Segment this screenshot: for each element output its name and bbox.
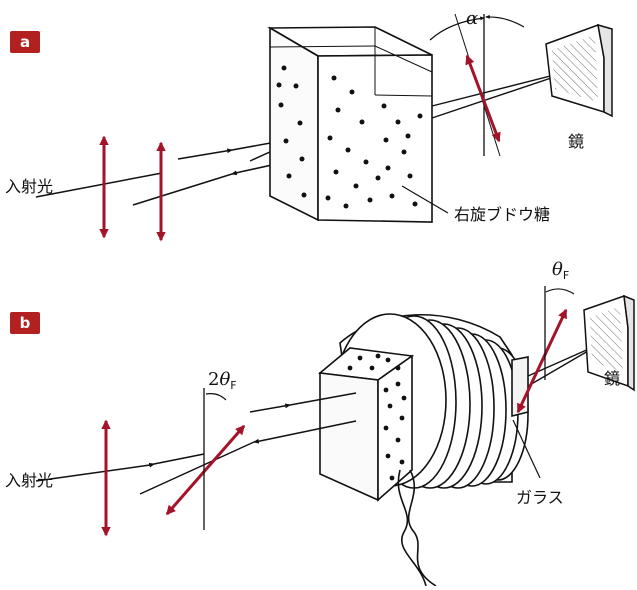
panel-b-angle-arc-back <box>545 288 575 295</box>
panel-b-angle-back-theta: θ <box>552 259 563 280</box>
panel-a-badge-text: a <box>20 33 30 51</box>
panel-a-mirror <box>545 23 613 118</box>
panel-a-angle-arc <box>429 16 485 41</box>
panel-a-medium-label: 右旋ブドウ糖 <box>454 205 550 224</box>
panel-b-glass-pointer <box>512 419 541 479</box>
panel-a-angle-label: α <box>466 8 478 29</box>
panel-a-badge: a <box>10 31 40 53</box>
panel-b-incident-label: 入射光 <box>5 471 53 490</box>
panel-b-angle-front-theta: θ <box>219 369 230 390</box>
panel-b: b <box>5 259 635 587</box>
panel-b-glass-rod <box>318 347 529 502</box>
panel-a-medium-pointer <box>401 185 449 214</box>
panel-b-mirror-label: 鏡 <box>604 369 620 388</box>
panel-b-angle-front-prefix: 2 <box>208 369 219 390</box>
panel-b-mirror <box>583 294 635 392</box>
panel-b-angle-back-label: θF <box>552 259 569 282</box>
panel-b-rotated-arrow-back <box>516 308 568 414</box>
panel-a-incident-label: 入射光 <box>5 177 53 196</box>
panel-a-rotated-polarization-arrow <box>465 54 501 143</box>
panel-b-angle-front-label: 2θF <box>208 369 237 392</box>
panel-a-molecule-dots <box>276 65 423 209</box>
panel-a-mirror-label: 鏡 <box>568 132 584 151</box>
panel-b-badge-text: b <box>20 314 31 332</box>
panel-a-angle-arc-right <box>485 14 525 28</box>
panel-b-badge: b <box>10 312 40 334</box>
panel-b-angle-back-sub: F <box>563 269 569 282</box>
panel-b-angle-front-sub: F <box>230 379 236 392</box>
panel-b-glass-dots <box>347 353 407 481</box>
panel-b-glass-label: ガラス <box>516 488 564 507</box>
panel-a-sample-cube <box>267 26 433 223</box>
panel-b-rotated-arrow-front <box>165 424 246 516</box>
panel-b-wire-leads <box>397 469 437 587</box>
panel-b-angle-arc-front <box>205 393 227 401</box>
panel-a: a 入射光 <box>5 8 613 242</box>
